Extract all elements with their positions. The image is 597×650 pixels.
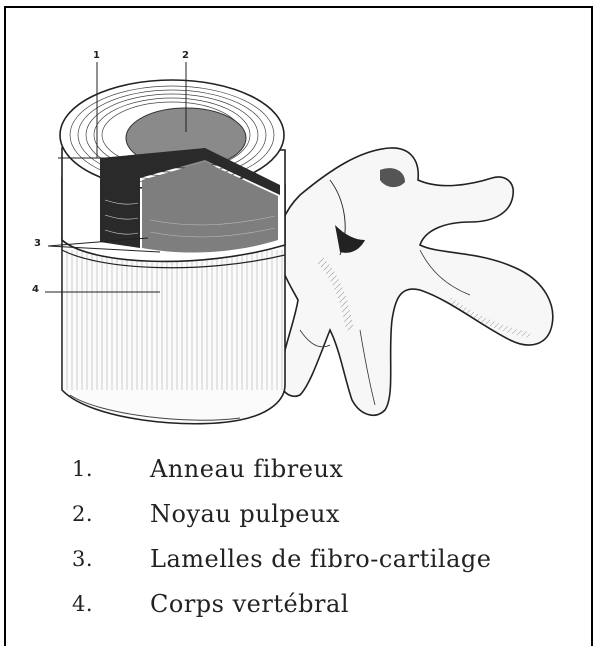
legend-number: 2. (72, 502, 150, 526)
legend-list: 1. Anneau fibreux 2. Noyau pulpeux 3. La… (72, 446, 491, 626)
legend-label: Lamelles de fibro-cartilage (150, 545, 491, 573)
legend-item: 2. Noyau pulpeux (72, 491, 491, 536)
legend-number: 4. (72, 592, 150, 616)
callout-label-4: 4 (32, 284, 39, 295)
intervertebral-disc (60, 80, 285, 261)
callout-label-3: 3 (34, 238, 41, 249)
legend-label: Corps vertébral (150, 590, 349, 618)
legend-label: Anneau fibreux (150, 455, 343, 483)
legend-label: Noyau pulpeux (150, 500, 340, 528)
legend-number: 1. (72, 457, 150, 481)
vertebral-arch (278, 148, 553, 415)
legend-item: 4. Corps vertébral (72, 581, 491, 626)
legend-item: 1. Anneau fibreux (72, 446, 491, 491)
callout-label-1: 1 (93, 50, 100, 61)
legend-item: 3. Lamelles de fibro-cartilage (72, 536, 491, 581)
callout-label-2: 2 (182, 50, 189, 61)
legend-number: 3. (72, 547, 150, 571)
